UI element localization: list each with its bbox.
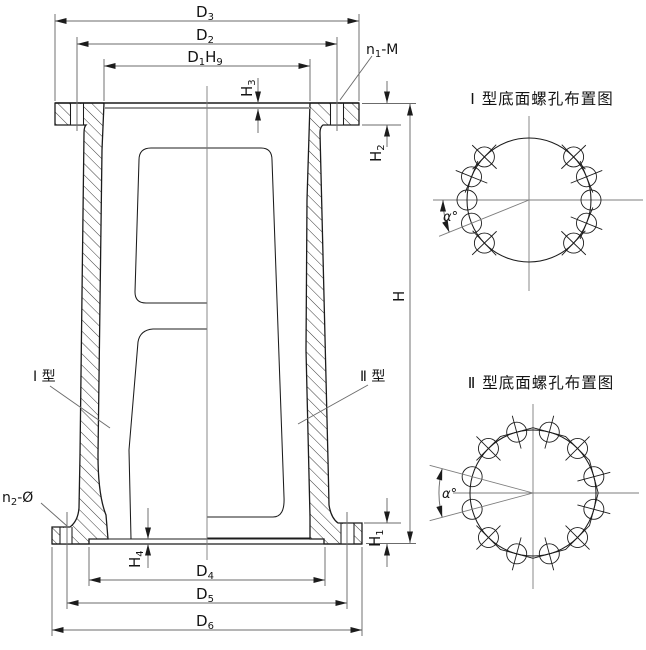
type1-bolt-layout-diagram: Ⅰ 型底面螺孔布置图 α°: [433, 90, 643, 291]
bolt-hole-symbol: [570, 160, 603, 193]
bolt-hole-symbol: [461, 466, 483, 488]
bolt-hole-symbol: [461, 212, 482, 234]
dim-d2-label: D2: [196, 26, 214, 46]
angle-reference-line: [429, 464, 534, 494]
bolt-hole-symbol: [565, 436, 590, 461]
angle-reference-line: [429, 492, 534, 522]
callout-n1-m: n1-M: [366, 42, 398, 60]
dim-d5-label: D5: [196, 585, 214, 605]
angle-reference-line: [438, 199, 530, 237]
type2-bolt-holes: [429, 415, 611, 571]
inner-cavity-profile: [128, 147, 310, 540]
bolt-circle: [466, 137, 592, 263]
right-wall-section: [305, 102, 363, 545]
bolt-hole-symbol: [570, 207, 603, 240]
bolt-hole-symbol: [565, 525, 590, 550]
type2-diagram-title: Ⅱ 型底面螺孔布置图: [468, 374, 615, 392]
dim-h2-label: H2: [367, 144, 387, 162]
bolt-circle: [469, 429, 597, 557]
main-section-view: D3 D2 D1H9 D4 D5 D6 H H2 H3 H4 H1 n1-M n…: [2, 3, 416, 636]
dim-h3-label: H3: [238, 79, 258, 97]
dim-d3-label: D3: [196, 3, 214, 23]
type1-alpha-label: α°: [443, 210, 458, 225]
bolt-hole-symbol: [461, 498, 483, 520]
dim-d1h9-label: D1H9: [187, 48, 223, 68]
bolt-hole-symbol: [577, 460, 611, 494]
bolt-hole-symbol: [455, 160, 488, 193]
bolt-hole-symbol: [500, 537, 534, 571]
flange-bolt-holes: [59, 103, 355, 544]
bolt-hole-symbol: [532, 537, 566, 571]
callout-type2: Ⅱ 型: [360, 369, 385, 385]
bolt-hole-symbol: [532, 415, 566, 449]
dim-d6-label: D6: [196, 612, 214, 632]
alpha-angle-arc: [436, 468, 443, 518]
dim-h-label: H: [390, 291, 408, 302]
type1-bolt-holes: [438, 137, 603, 263]
bolt-hole-symbol: [500, 415, 534, 449]
left-wall-section: [51, 102, 109, 545]
bolt-hole-symbol: [577, 492, 611, 526]
bolt-hole-symbol: [561, 144, 587, 170]
bolt-hole-symbol: [456, 189, 478, 211]
dim-h4-label: H4: [126, 550, 146, 568]
dim-d4-label: D4: [196, 562, 214, 582]
dim-h1-label: H1: [366, 529, 386, 547]
callout-type1: Ⅰ 型: [33, 369, 56, 385]
callout-n2-o: n2-Ø: [2, 490, 33, 508]
bolt-hole-symbol: [580, 189, 602, 211]
bolt-hole-symbol: [476, 525, 501, 550]
bolt-hole-symbol: [476, 436, 501, 461]
dimensions: [51, 14, 416, 636]
leader-lines: [40, 55, 373, 527]
bolt-hole-symbol: [471, 230, 497, 256]
type2-alpha-label: α°: [442, 487, 457, 502]
type1-diagram-title: Ⅰ 型底面螺孔布置图: [470, 90, 614, 108]
type2-bolt-layout-diagram: Ⅱ 型底面螺孔布置图 α°: [429, 374, 639, 589]
alpha-angle-arc: [440, 199, 450, 233]
